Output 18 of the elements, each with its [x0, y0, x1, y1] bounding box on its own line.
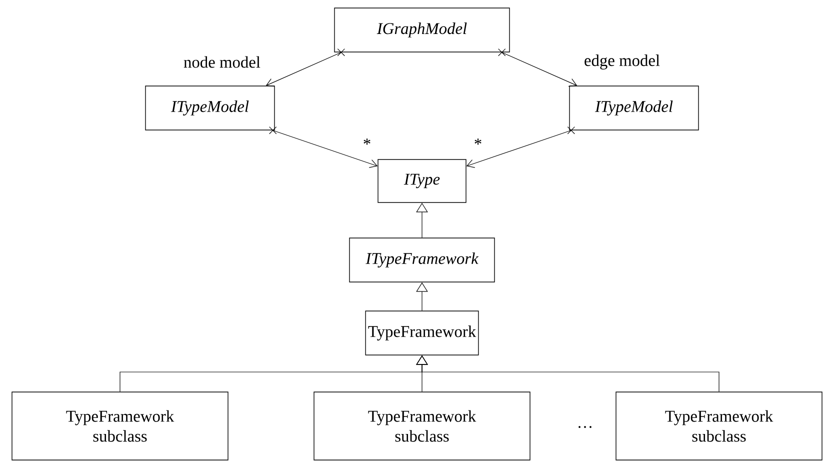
class-box: TypeFramework subclass — [616, 392, 822, 460]
class-box: IType — [378, 159, 466, 203]
edge-label: edge model — [584, 54, 660, 70]
class-box: ITypeModel — [569, 86, 699, 130]
association-arrow — [498, 48, 578, 87]
edge-label: * — [474, 138, 482, 145]
class-box: IGraphModel — [334, 8, 510, 52]
class-box: ITypeModel — [145, 86, 275, 130]
class-box: TypeFramework subclass — [314, 392, 530, 460]
association-arrow — [269, 126, 378, 168]
ellipsis: … — [578, 426, 592, 428]
class-box: TypeFramework — [365, 310, 479, 356]
class-box: TypeFramework subclass — [12, 392, 228, 460]
association-arrow — [266, 48, 345, 87]
class-box: ITypeFramework — [349, 238, 495, 282]
edge-label: node model — [184, 56, 260, 68]
association-arrow — [466, 126, 575, 168]
edge-label: * — [364, 138, 370, 145]
